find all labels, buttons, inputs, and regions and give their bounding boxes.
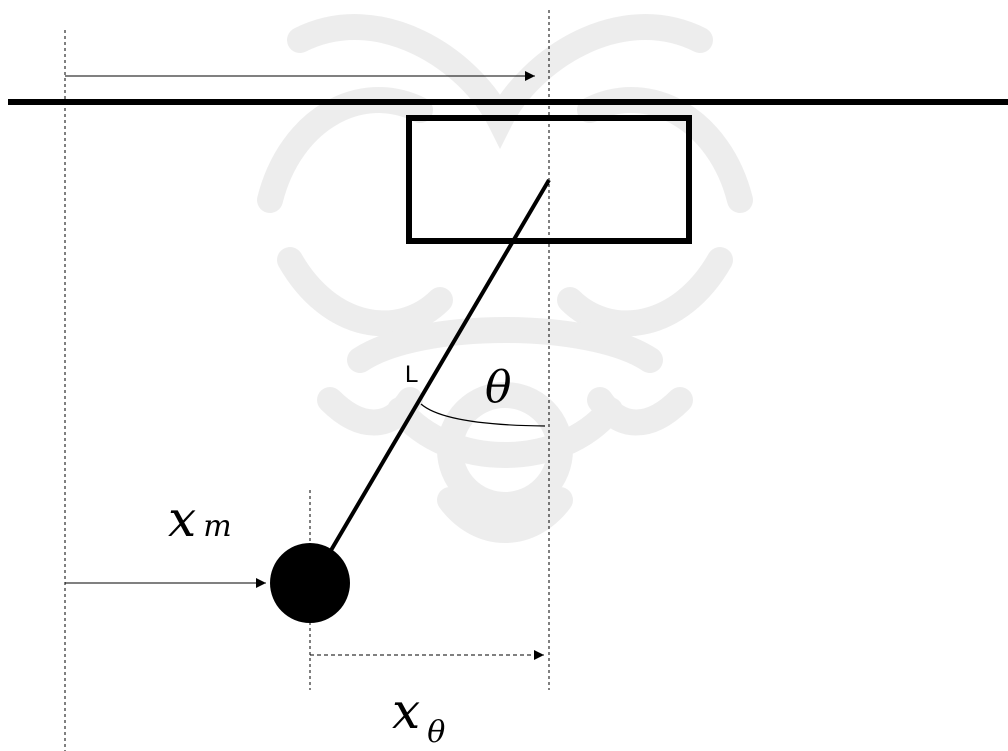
angle-arc <box>420 403 546 427</box>
angle-label: θ <box>485 362 512 413</box>
cart-body <box>406 115 692 244</box>
mass-position-label: x m <box>168 490 232 548</box>
pendulum-rod <box>328 178 551 554</box>
offset-label: x θ <box>392 682 445 750</box>
pendulum-bob <box>270 543 350 623</box>
rod-length-label: L <box>405 361 418 388</box>
watermark-emblem <box>257 14 753 543</box>
